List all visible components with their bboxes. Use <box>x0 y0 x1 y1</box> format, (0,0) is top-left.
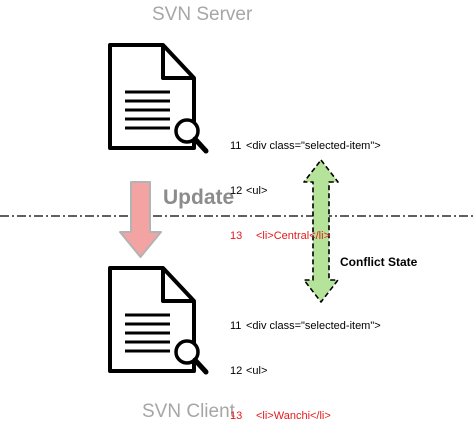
line-number: 11 <box>230 140 242 152</box>
client-title: SVN Client <box>142 401 235 422</box>
line-number: 11 <box>230 320 242 332</box>
line-number: 13 <box>230 230 243 242</box>
client-document-search-icon <box>108 266 209 375</box>
code-line: 11 <div class="selected-item"> <box>230 319 381 334</box>
conflict-state-label: Conflict State <box>340 255 418 269</box>
client-code-block: 11 <div class="selected-item"> 12<ul> 13 <… <box>230 289 381 439</box>
conflict-double-arrow <box>303 159 339 303</box>
code-text: <li>Central</li> <box>256 230 330 242</box>
code-line: 12<ul> <box>230 364 381 379</box>
update-label: Update <box>163 186 235 209</box>
code-line-highlighted: 13 <li>Wanchi</li> <box>230 409 381 424</box>
code-line: 12<ul> <box>230 184 381 199</box>
server-code-block: 11 <div class="selected-item"> 12<ul> 13 <… <box>230 109 381 259</box>
line-number: 13 <box>230 410 243 422</box>
code-text: <div class="selected-item"> <box>246 320 381 332</box>
code-text: <li>Wanchi</li> <box>256 410 331 422</box>
server-title: SVN Server <box>152 4 253 25</box>
line-number: 12 <box>230 185 243 197</box>
code-text: <div class="selected-item"> <box>246 140 381 152</box>
code-line-highlighted: 13 <li>Central</li> <box>230 229 381 244</box>
line-number: 12 <box>230 365 243 377</box>
update-arrow <box>119 181 162 258</box>
code-line: 11 <div class="selected-item"> <box>230 139 381 154</box>
code-text: <ul> <box>246 185 268 197</box>
server-document-search-icon <box>108 43 209 154</box>
code-text: <ul> <box>246 365 268 377</box>
